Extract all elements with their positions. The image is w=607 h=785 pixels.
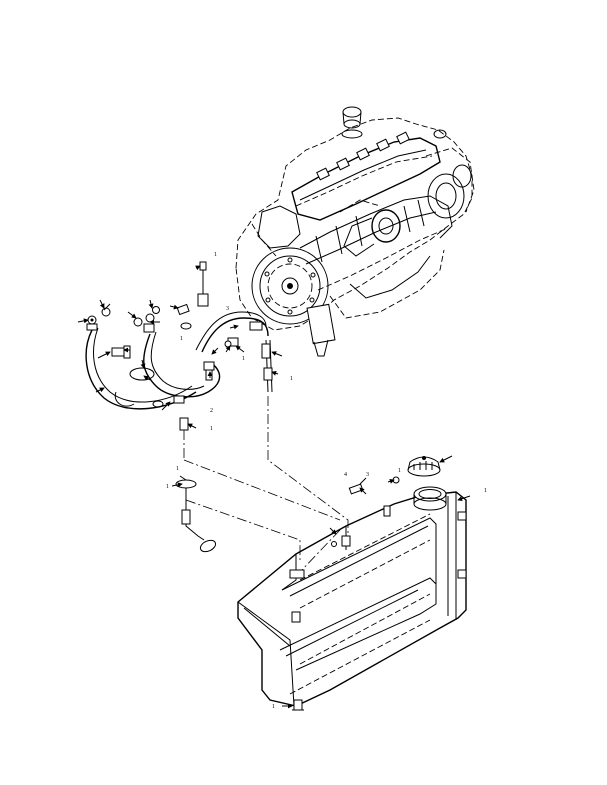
callout-3: 3 bbox=[226, 306, 229, 312]
fitting-elbow-left bbox=[101, 303, 111, 317]
fitting-union-right bbox=[249, 321, 273, 381]
callout-1e: 1 bbox=[210, 426, 213, 432]
fitting-elbow-right bbox=[224, 337, 239, 348]
fitting-connector-mid bbox=[176, 303, 190, 316]
fitting-cable-tie bbox=[180, 322, 192, 330]
fuel-lines bbox=[85, 311, 273, 410]
fuel-cap bbox=[407, 456, 441, 477]
fuel-pump-connector bbox=[197, 261, 209, 307]
tank-top-bolt bbox=[383, 476, 400, 517]
drain-plug bbox=[292, 699, 304, 711]
front-accessories bbox=[425, 129, 475, 219]
fuel-tank bbox=[237, 476, 467, 711]
fitting-clamp-a bbox=[133, 313, 155, 333]
callout-1f: 1 bbox=[176, 466, 179, 472]
tank-bracket-left bbox=[289, 569, 305, 623]
fuel-level-sender bbox=[175, 475, 217, 553]
callout-1i: 1 bbox=[484, 488, 487, 494]
fitting-clamp-b bbox=[152, 306, 160, 314]
callout-3b: 3 bbox=[366, 472, 369, 478]
callout-labels: 1 3 1 1 1 2 1 1 1 4 3 1 1 1 bbox=[166, 252, 487, 710]
callout-1g: 1 bbox=[166, 484, 169, 490]
assembly-guide-lines bbox=[183, 396, 349, 573]
fitting-lower-left bbox=[173, 395, 189, 431]
callout-1b: 1 bbox=[180, 336, 183, 342]
fitting-valve-center bbox=[203, 361, 215, 381]
callout-4: 4 bbox=[344, 472, 347, 478]
callout-1h: 1 bbox=[398, 468, 401, 474]
sender-port bbox=[331, 535, 351, 547]
starter-motor bbox=[306, 303, 336, 357]
callout-1: 1 bbox=[214, 252, 217, 258]
callout-2: 2 bbox=[210, 408, 213, 414]
fitting-banjo-left bbox=[86, 315, 98, 331]
callout-1j: 1 bbox=[272, 704, 275, 710]
tank-vent-fitting bbox=[348, 477, 367, 495]
tank-strap-rivets bbox=[289, 513, 431, 695]
fitting-tee-center bbox=[111, 345, 131, 359]
engine-assembly bbox=[235, 106, 475, 357]
callout-1d: 1 bbox=[290, 376, 293, 382]
fitting-washer bbox=[152, 400, 164, 408]
fill-neck bbox=[413, 486, 447, 511]
leader-arrows bbox=[77, 265, 471, 709]
flywheel-bolts bbox=[264, 257, 316, 315]
callout-1c: 1 bbox=[242, 356, 245, 362]
turbocharger bbox=[339, 199, 401, 257]
cylinder-head-details bbox=[316, 131, 410, 181]
tank-bracket-right bbox=[457, 511, 467, 579]
oil-filler-cap bbox=[341, 106, 363, 139]
